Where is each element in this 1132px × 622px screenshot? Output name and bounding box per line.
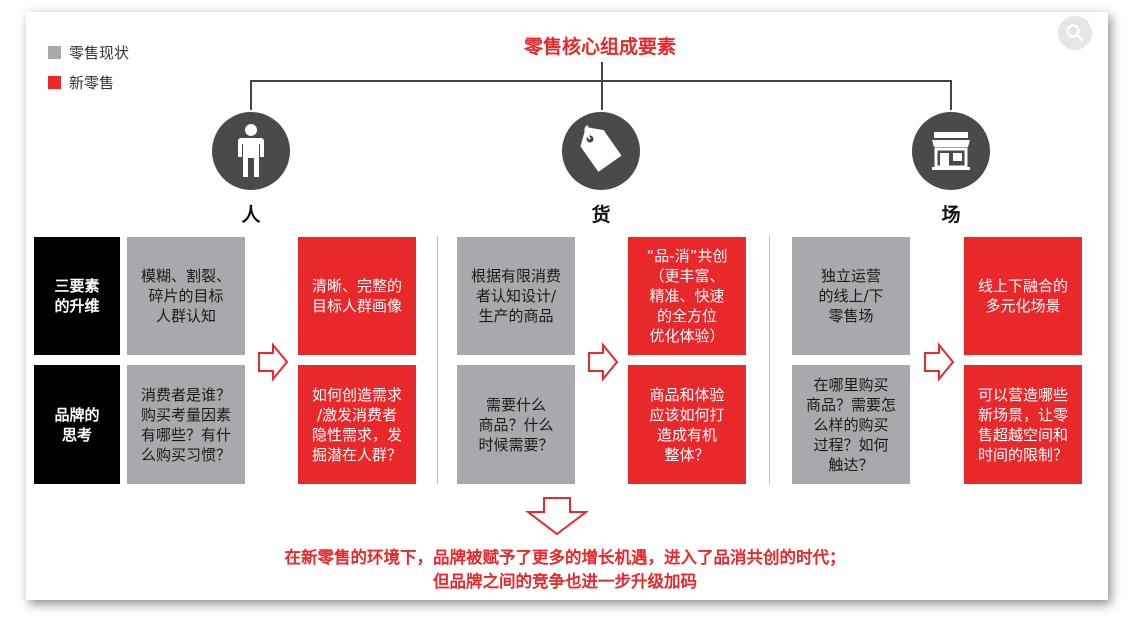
connector-horizontal [250,80,952,82]
person-current-row1: 模糊、割裂、 碎片的目标 人群认知 [127,237,245,355]
arrow-right-icon [258,342,289,382]
place-current-row2: 在哪里购买 商品？需要怎 么样的购买 过程？如何 触达？ [792,365,910,484]
legend-swatch-grey [48,46,61,59]
person-current-row2: 消费者是谁？ 购买考量因素 有哪些？有什 么购买习惯？ [127,365,245,484]
legend-label: 新零售 [69,74,115,92]
connector-trunk [601,62,603,110]
price-tag-icon [562,112,640,190]
legend-item-current: 零售现状 [48,42,129,63]
place-new-row1: 线上下融合的 多元化场景 [964,237,1082,355]
diagram-title: 零售核心组成要素 [523,36,676,58]
person-new-row1: 清晰、完整的 目标人群画像 [298,237,416,355]
row-header-brand-thinking: 品牌的 思考 [34,365,120,484]
arrow-down-icon [525,497,589,536]
arrow-right-icon [924,342,955,382]
person-icon [212,112,290,190]
storefront-icon [912,112,990,190]
place-current-row1: 独立运营 的线上/下 零售场 [792,237,910,355]
place-new-row2: 可以营造哪些 新场景，让零 售超越空间和 时间的限制？ [964,365,1082,484]
column-separator [437,236,438,484]
legend-swatch-red [48,76,61,89]
category-label-place: 场 [941,204,961,226]
goods-new-row1: “品-消”共创 （更丰富、 精准、快速 的全方位 优化体验） [628,237,746,355]
arrow-right-icon [588,342,619,382]
conclusion-line-1: 在新零售的环境下，品牌被赋予了更多的增长机遇，进入了品消共创的时代； [284,548,846,567]
conclusion-line-2: 但品牌之间的竞争也进一步升级加码 [433,572,697,591]
goods-current-row2: 需要什么 商品？什么 时候需要？ [457,365,575,484]
zoom-icon[interactable] [1058,16,1092,50]
row-header-dimension: 三要素 的升维 [34,237,120,355]
goods-new-row2: 商品和体验 应该如何打 造成有机 整体？ [628,365,746,484]
connector-right [950,80,952,110]
person-new-row2: 如何创造需求 /激发消费者 隐性需求，发 掘潜在人群？ [298,365,416,484]
legend-label: 零售现状 [69,44,130,62]
category-label-person: 人 [241,204,261,226]
connector-left [250,80,252,110]
column-separator [769,236,770,484]
legend-item-new: 新零售 [48,72,114,93]
category-label-goods: 货 [591,204,611,226]
goods-current-row1: 根据有限消费 者认知设计/ 生产的商品 [457,237,575,355]
